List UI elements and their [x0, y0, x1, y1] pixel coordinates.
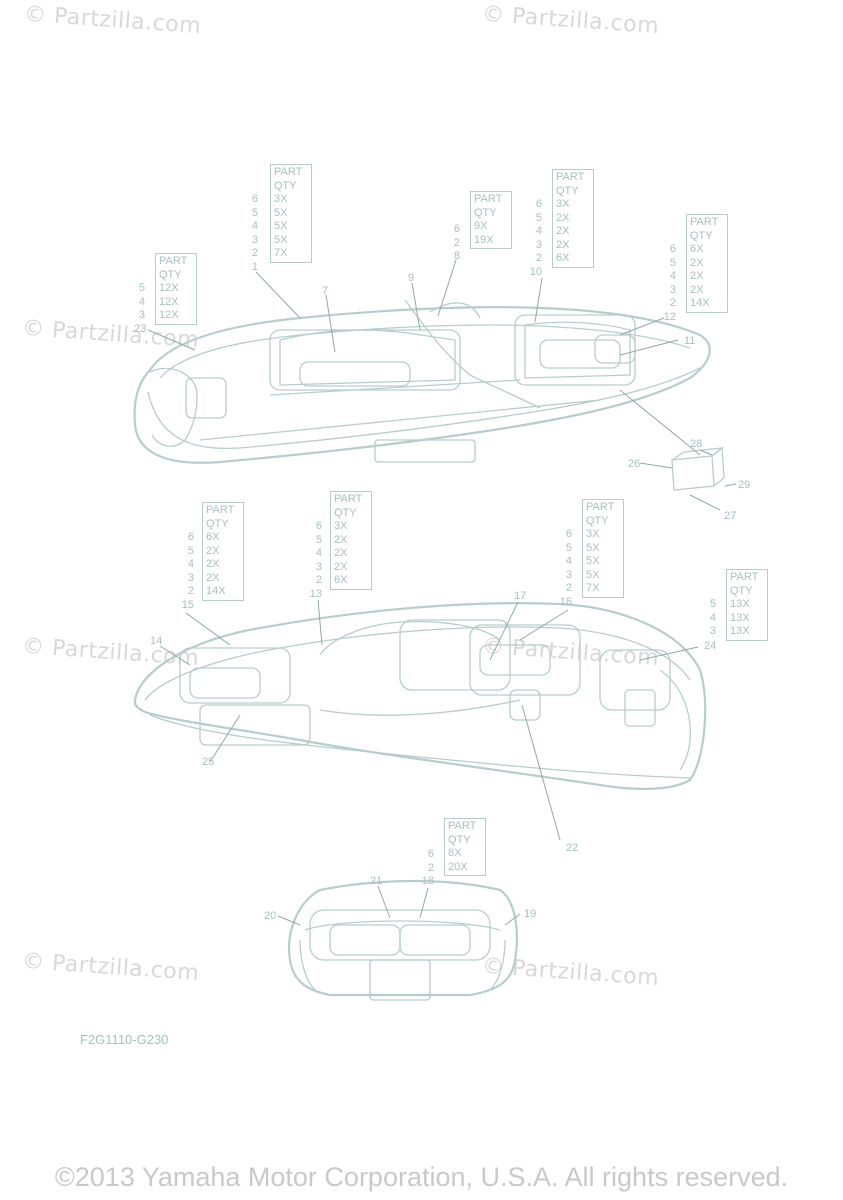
callout-number: 14: [150, 635, 163, 647]
top-hull-drawing: [133, 299, 725, 491]
callout-number: 24: [704, 640, 717, 652]
callout-number: 20: [264, 910, 277, 922]
callout-number: 21: [370, 875, 383, 887]
callout-number: 28: [690, 438, 703, 450]
leader-lines: [147, 259, 737, 926]
callout-number: 7: [322, 285, 329, 297]
callout-number: 26: [628, 458, 641, 470]
middle-hull-drawing: [133, 602, 707, 790]
callout-number: 29: [738, 479, 751, 491]
callout-number: 22: [566, 842, 579, 854]
callout-number: 19: [524, 908, 537, 920]
callout-number: 9: [408, 272, 415, 284]
callout-number: 25: [202, 756, 215, 768]
rear-hull-drawing: [287, 879, 518, 1001]
callout-number: 11: [684, 335, 696, 347]
diagram-code: F2G1110-G230: [80, 1032, 169, 1047]
callout-number: 17: [514, 590, 527, 602]
callout-number: 23: [134, 323, 147, 335]
copyright-notice: ©2013 Yamaha Motor Corporation, U.S.A. A…: [54, 1162, 789, 1192]
callout-number: 27: [724, 510, 737, 522]
